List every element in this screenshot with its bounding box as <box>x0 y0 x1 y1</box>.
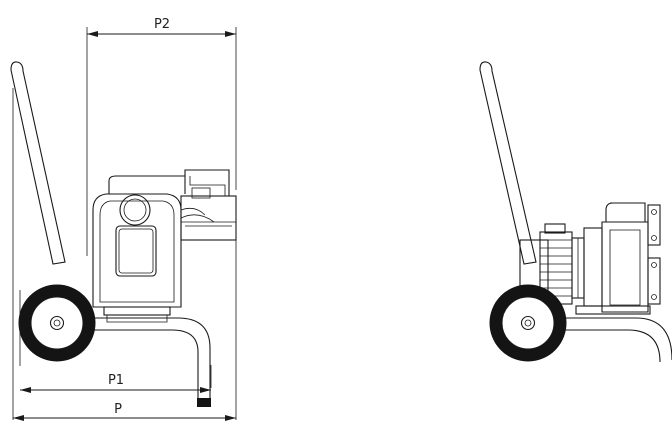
front-view: P2 P1 P <box>10 17 237 421</box>
side-pump-casing <box>583 202 661 313</box>
dimension-p1: P1 <box>20 373 211 393</box>
front-pump-body <box>92 169 237 323</box>
dimension-p2-label: P2 <box>154 17 170 32</box>
front-frame <box>74 317 211 407</box>
front-handle <box>10 61 66 265</box>
dimension-p: P <box>13 402 236 421</box>
dimension-p-label: P <box>114 402 122 417</box>
side-handle <box>479 61 537 265</box>
side-wheel <box>489 284 567 362</box>
side-view <box>479 61 672 363</box>
dimension-p2: P2 <box>87 17 236 37</box>
front-wheel <box>18 284 96 362</box>
dimension-p1-label: P1 <box>108 373 124 388</box>
front-extension-lines <box>12 27 237 420</box>
